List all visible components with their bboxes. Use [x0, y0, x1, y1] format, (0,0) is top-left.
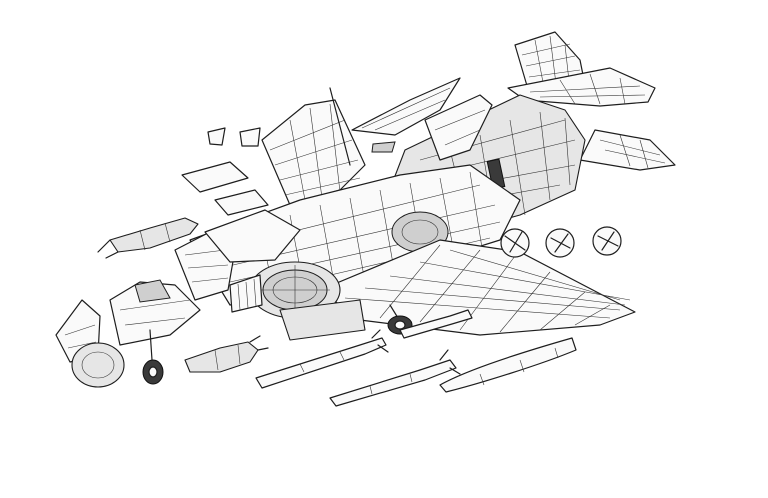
bomb — [184, 335, 269, 373]
wing-fold-details — [500, 226, 622, 258]
drop-tank — [439, 337, 577, 393]
missile — [255, 329, 389, 389]
missile — [399, 309, 473, 339]
missile — [329, 349, 461, 407]
nose-gear — [142, 329, 164, 385]
canopy — [351, 77, 493, 161]
exploded-panels — [181, 127, 269, 216]
radome — [55, 299, 125, 388]
intake — [174, 209, 301, 301]
bomb — [97, 217, 199, 259]
cockpit — [109, 279, 201, 346]
tailplane — [507, 67, 676, 171]
wing — [319, 239, 636, 336]
engine — [229, 261, 366, 341]
